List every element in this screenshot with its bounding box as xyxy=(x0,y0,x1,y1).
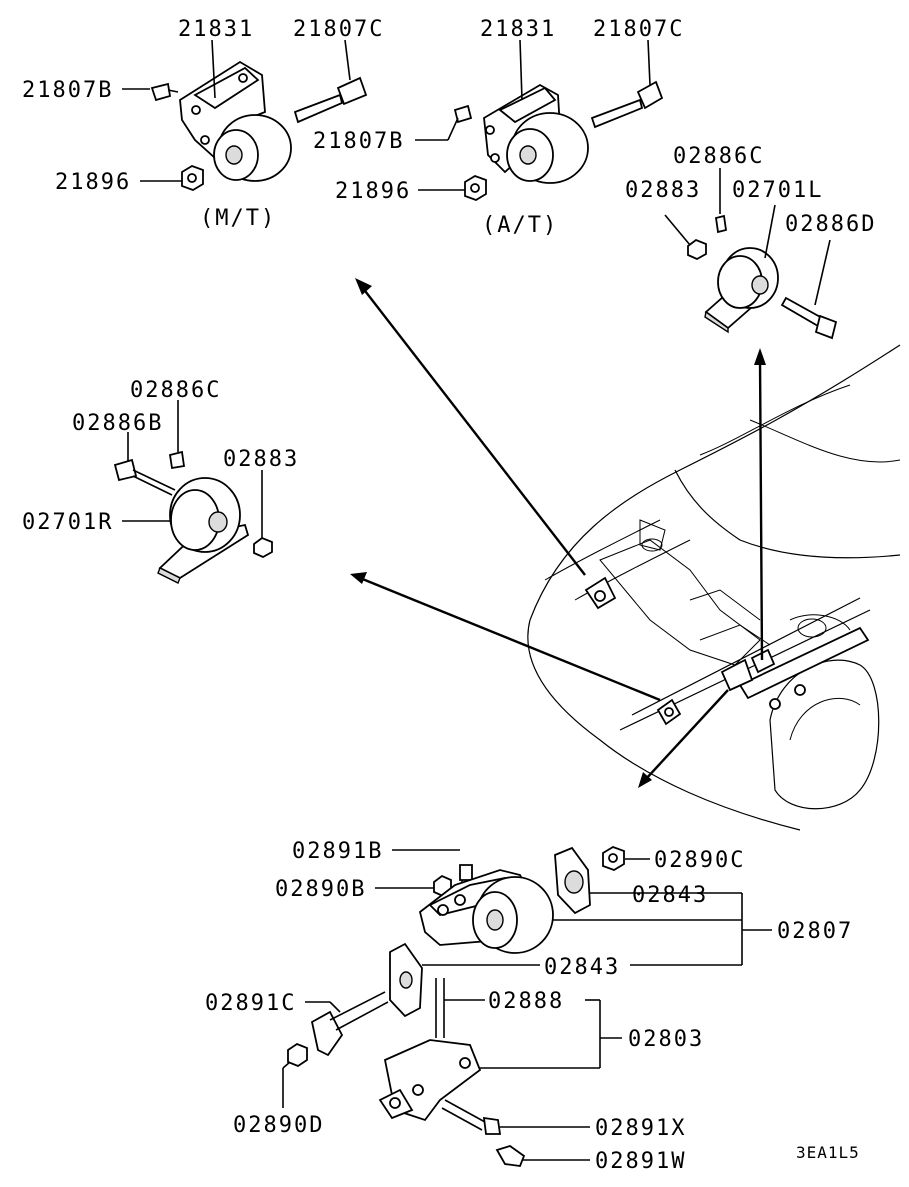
mt-bolt-long-label: 21807C xyxy=(293,17,384,42)
mt-mount-group: 21831 21807C 21807B 21896 (M/T) xyxy=(22,17,384,231)
right-mount-group: 02886C 02886B 02883 02701R xyxy=(22,378,299,584)
rear-nut-right-label: 02890C xyxy=(654,848,745,873)
rear-bolt-w-label: 02891W xyxy=(595,1149,686,1174)
at-mount-group: 21831 21807C 21807B 21896 (A/T) xyxy=(313,17,684,238)
rear-bolt-left-label: 02891C xyxy=(205,991,296,1016)
diagram-code: 3EA1L5 xyxy=(796,1143,860,1162)
left-bolt-top-label: 02886C xyxy=(673,144,764,169)
rear-stud-label: 02888 xyxy=(488,989,564,1014)
mt-bolt-short-label: 21807B xyxy=(22,78,113,103)
mt-bracket-label: 21831 xyxy=(178,17,254,42)
at-bolt-short-label: 21807B xyxy=(313,129,404,154)
rear-stopper-lower-label: 02843 xyxy=(544,955,620,980)
rear-nut-top-label: 02890B xyxy=(275,877,366,902)
at-bracket-label: 21831 xyxy=(480,17,556,42)
mt-caption: (M/T) xyxy=(200,206,276,231)
left-mount-group: 02886C 02883 02701L 02886D xyxy=(625,144,876,340)
rear-nut-left-label: 02890D xyxy=(233,1113,324,1138)
right-nut-label: 02883 xyxy=(223,447,299,472)
rear-assembly-upper-label: 02807 xyxy=(777,919,853,944)
right-bolt-top-label: 02886C xyxy=(130,378,221,403)
right-insulator-label: 02701R xyxy=(22,510,113,535)
at-caption: (A/T) xyxy=(482,213,558,238)
rear-mount-group: 02891B 02890B 02890C 02843 02807 02843 0… xyxy=(205,839,853,1174)
rear-bolt-top-label: 02891B xyxy=(292,839,383,864)
left-bolt-side-label: 02886D xyxy=(785,212,876,237)
vehicle-outline xyxy=(527,344,901,831)
left-insulator-label: 02701L xyxy=(732,178,823,203)
at-nut-label: 21896 xyxy=(335,179,411,204)
rear-assembly-lower-label: 02803 xyxy=(628,1027,704,1052)
callout-arrows xyxy=(350,278,766,788)
at-bolt-long-label: 21807C xyxy=(593,17,684,42)
rear-bolt-x-label: 02891X xyxy=(595,1116,686,1141)
mt-nut-label: 21896 xyxy=(55,170,131,195)
left-nut-label: 02883 xyxy=(625,178,701,203)
rear-stopper-upper-label: 02843 xyxy=(632,883,708,908)
right-bolt-side-label: 02886B xyxy=(72,411,163,436)
